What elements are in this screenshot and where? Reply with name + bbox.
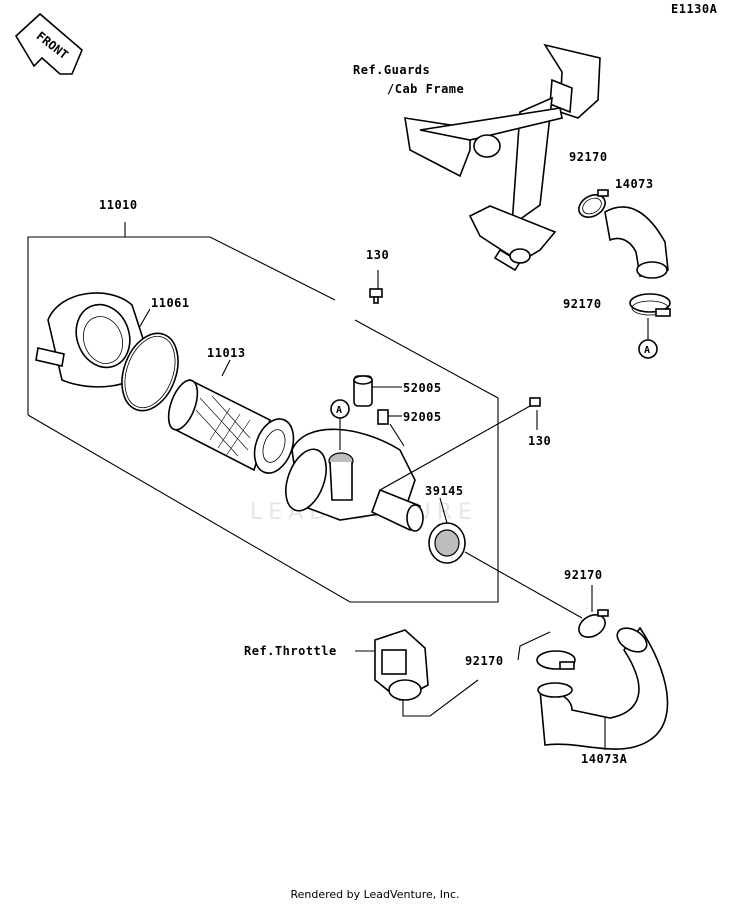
hose-clamp-mid [629, 293, 671, 317]
cab-frame-drawing [404, 43, 601, 272]
label-11010: 11010 [98, 198, 139, 212]
callout-a-housing [330, 399, 350, 419]
label-ref-throttle: Ref.Throttle [243, 644, 338, 658]
callout-a-right [638, 339, 658, 359]
filter-element-11013 [167, 378, 295, 474]
assembly-bracket-top [27, 236, 336, 415]
assembly-bracket-bottom [27, 319, 499, 603]
throttle-body [374, 629, 429, 701]
hose-clamp-lower-right [578, 609, 609, 638]
label-11013: 11013 [206, 346, 247, 360]
bolt-130-right [379, 397, 541, 491]
clamp-92005 [377, 409, 389, 425]
label-92170-lower-right: 92170 [563, 568, 604, 582]
label-cab-frame: /Cab Frame [386, 82, 466, 96]
front-arrow-icon: FRONT [14, 12, 83, 75]
hose-clamp-lower-left [536, 650, 576, 670]
callout-a-right-label: A [644, 345, 650, 356]
label-92170-upper: 92170 [568, 150, 609, 164]
valve-52005 [353, 375, 373, 407]
hose-elbow-14073 [604, 206, 669, 279]
label-52005: 52005 [402, 381, 443, 395]
label-14073: 14073 [614, 177, 655, 191]
label-ref-guards: Ref.Guards [352, 63, 432, 77]
seal-39145 [428, 522, 466, 564]
label-92005: 92005 [402, 410, 443, 424]
bolt-130-top [369, 288, 383, 304]
hose-clamp-upper [578, 189, 609, 218]
o-ring-11061 [121, 332, 179, 412]
label-130-right: 130 [527, 434, 553, 448]
diagram-id: E1130A [670, 2, 719, 16]
air-cleaner-cover [35, 292, 151, 388]
label-92170-mid: 92170 [562, 297, 603, 311]
callout-a-housing-label: A [336, 405, 342, 416]
label-92170-lower-left: 92170 [464, 654, 505, 668]
air-cleaner-housing [285, 428, 424, 532]
label-14073a: 14073A [580, 752, 629, 766]
footer-credit: Rendered by LeadVenture, Inc. [290, 888, 460, 901]
label-39145: 39145 [424, 484, 465, 498]
label-11061: 11061 [150, 296, 191, 310]
label-130-top: 130 [365, 248, 391, 262]
hose-14073a [537, 626, 669, 750]
